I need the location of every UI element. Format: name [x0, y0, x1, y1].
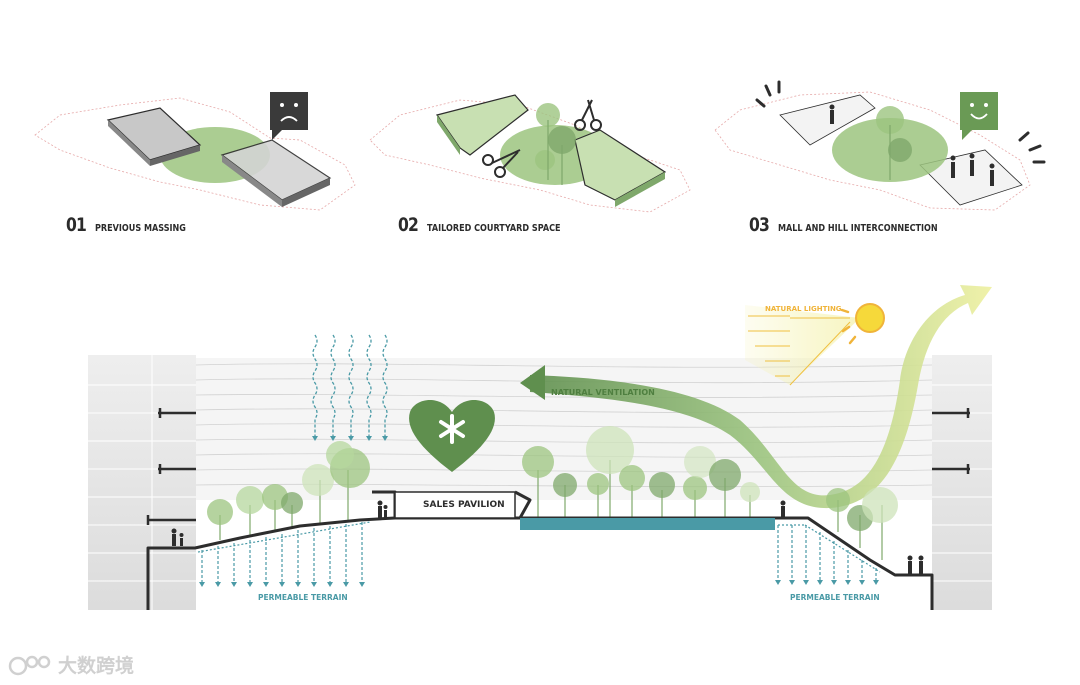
heart-asterisk-icon: [409, 399, 495, 472]
section-diagram: [88, 285, 992, 610]
step-03-text: MALL AND HILL INTERCONNECTION: [778, 223, 939, 234]
permeable-terrain-left-label: PERMEABLE TERRAIN: [258, 593, 348, 602]
step-03-number: 03: [749, 214, 770, 236]
permeable-arrows-right: [777, 524, 881, 580]
step-01-label: 01 PREVIOUS MASSING: [66, 214, 202, 236]
sales-pavilion-box: [394, 491, 516, 519]
sad-face-icon: [270, 92, 308, 140]
step-01-number: 01: [66, 214, 87, 236]
sales-pavilion-label: SALES PAVILION: [423, 500, 505, 510]
step-02-number: 02: [398, 214, 419, 236]
people-figures: [171, 500, 924, 574]
watermark: 大数跨境: [8, 651, 134, 678]
step-03-diagram: [714, 80, 1046, 211]
step-02-text: TAILORED COURTYARD SPACE: [427, 223, 562, 234]
left-building: [88, 355, 196, 610]
happy-face-icon: [960, 92, 998, 140]
trees-right: [826, 487, 898, 560]
trees-left: [207, 441, 370, 540]
natural-lighting-label: NATURAL LIGHTING: [765, 305, 842, 313]
step-01-text: PREVIOUS MASSING: [95, 223, 187, 234]
permeable-terrain-right-label: PERMEABLE TERRAIN: [790, 593, 880, 602]
sun-icon: [840, 303, 885, 345]
watermark-text: 大数跨境: [58, 656, 135, 677]
trees-center: [522, 426, 760, 518]
scissors-icon: [482, 99, 602, 178]
water-feature: [520, 518, 775, 530]
step-02-label: 02 TAILORED COURTYARD SPACE: [398, 214, 585, 236]
step-02-diagram: [369, 94, 691, 213]
rain-arrows: [312, 334, 388, 438]
natural-ventilation-label: NATURAL VENTILATION: [551, 388, 655, 397]
right-building: [932, 355, 992, 610]
watermark-logo-icon: [8, 655, 51, 675]
permeable-arrows-left: [197, 521, 371, 582]
step-03-label: 03 MALL AND HILL INTERCONNECTION: [749, 214, 966, 236]
step-01-diagram: [34, 92, 356, 211]
ventilation-arrow: [520, 285, 992, 509]
